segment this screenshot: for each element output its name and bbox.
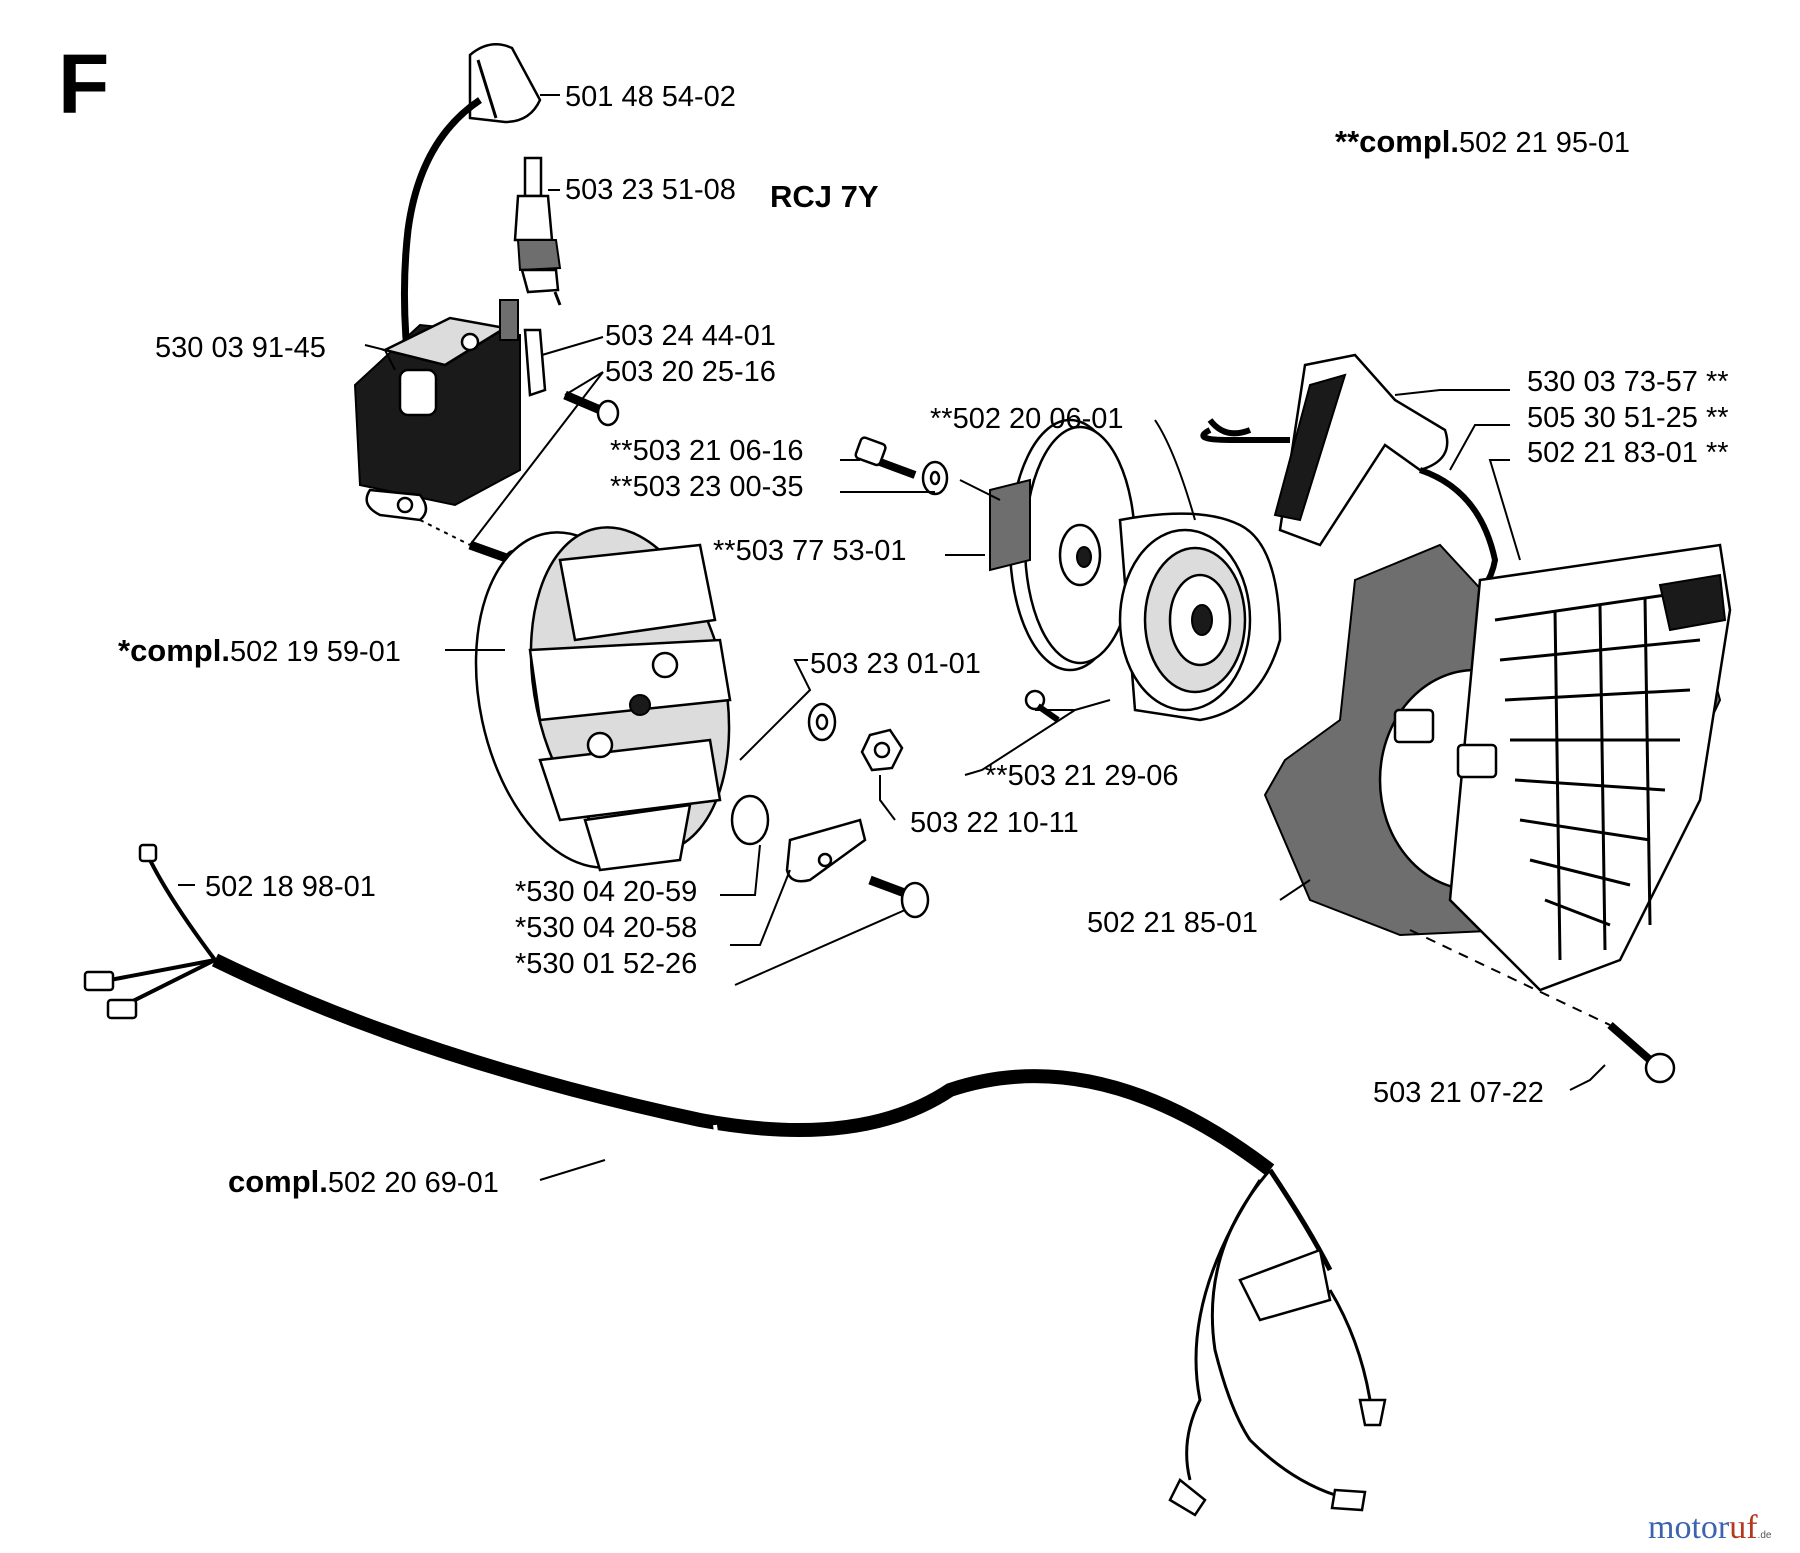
watermark-logo: motoruf.de (1648, 1509, 1772, 1546)
part-label: 505 30 51-25 ** (1527, 402, 1729, 434)
spark-plug-type-label: RCJ 7Y (770, 179, 879, 214)
spring-icon (730, 794, 770, 846)
spark-plug-icon (513, 156, 562, 306)
part-label: **503 23 00-35 (610, 471, 804, 503)
part-label: *530 01 52-26 (515, 948, 697, 980)
part-label: 530 03 73-57 ** (1527, 366, 1729, 398)
part-label: **503 21 06-16 (610, 435, 804, 467)
part-label: **502 20 06-01 (930, 403, 1124, 435)
part-label: 530 03 91-45 (155, 332, 326, 364)
part-label: 502 21 83-01 ** (1527, 437, 1729, 469)
starter-handle-icon (1273, 353, 1449, 547)
starter-part-label: **compl.502 21 95-01 (1335, 124, 1630, 159)
part-label: **503 77 53-01 (713, 535, 907, 567)
terminal-clip-icon (523, 328, 547, 397)
recoil-spring-cassette-icon (1118, 512, 1282, 722)
housing-screw-icon (1607, 1021, 1676, 1084)
leader-lines (178, 94, 1606, 1181)
pawl-pin-icon (868, 875, 930, 919)
harness-part-label: compl.502 20 69-01 (228, 1164, 499, 1199)
spark-plug-cap-icon (468, 43, 542, 124)
screw-icon (1024, 689, 1060, 723)
starter-bolt-icon (854, 436, 917, 479)
part-label: 502 21 85-01 (1087, 907, 1258, 939)
section-letter: F (58, 37, 109, 131)
part-number: 502 20 69-01 (328, 1167, 499, 1199)
part-label: **503 21 29-06 (985, 760, 1179, 792)
starter-housing-icon (1263, 543, 1732, 992)
ignition-module-icon (353, 299, 521, 522)
part-number: 502 21 95-01 (1459, 127, 1630, 159)
part-label: 503 20 25-16 (605, 356, 776, 388)
flywheel-part-label: *compl.502 19 59-01 (118, 633, 401, 668)
wiring-harness-icon (83, 843, 1387, 1517)
part-label: 502 18 98-01 (205, 871, 376, 903)
part-label: 503 23 01-01 (810, 648, 981, 680)
screw-icon (563, 390, 620, 427)
part-number: 502 19 59-01 (230, 636, 401, 668)
part-label: *530 04 20-59 (515, 876, 697, 908)
part-label: 503 24 44-01 (605, 320, 776, 352)
compl-prefix: **compl. (1335, 124, 1459, 159)
ignition-lead-icon (400, 97, 482, 381)
flywheel-icon (474, 526, 732, 872)
pawl-icon (785, 818, 867, 883)
compl-prefix: compl. (228, 1164, 328, 1199)
rope-pulley-icon (989, 418, 1137, 672)
part-label: 503 23 51-08 (565, 174, 736, 206)
part-label: 503 22 10-11 (910, 807, 1079, 839)
part-label: 501 48 54-02 (565, 81, 736, 113)
compl-prefix: *compl. (118, 633, 230, 668)
washer-hole-icon (815, 713, 829, 731)
part-label: *530 04 20-58 (515, 912, 697, 944)
part-label: 503 21 07-22 (1373, 1077, 1544, 1109)
